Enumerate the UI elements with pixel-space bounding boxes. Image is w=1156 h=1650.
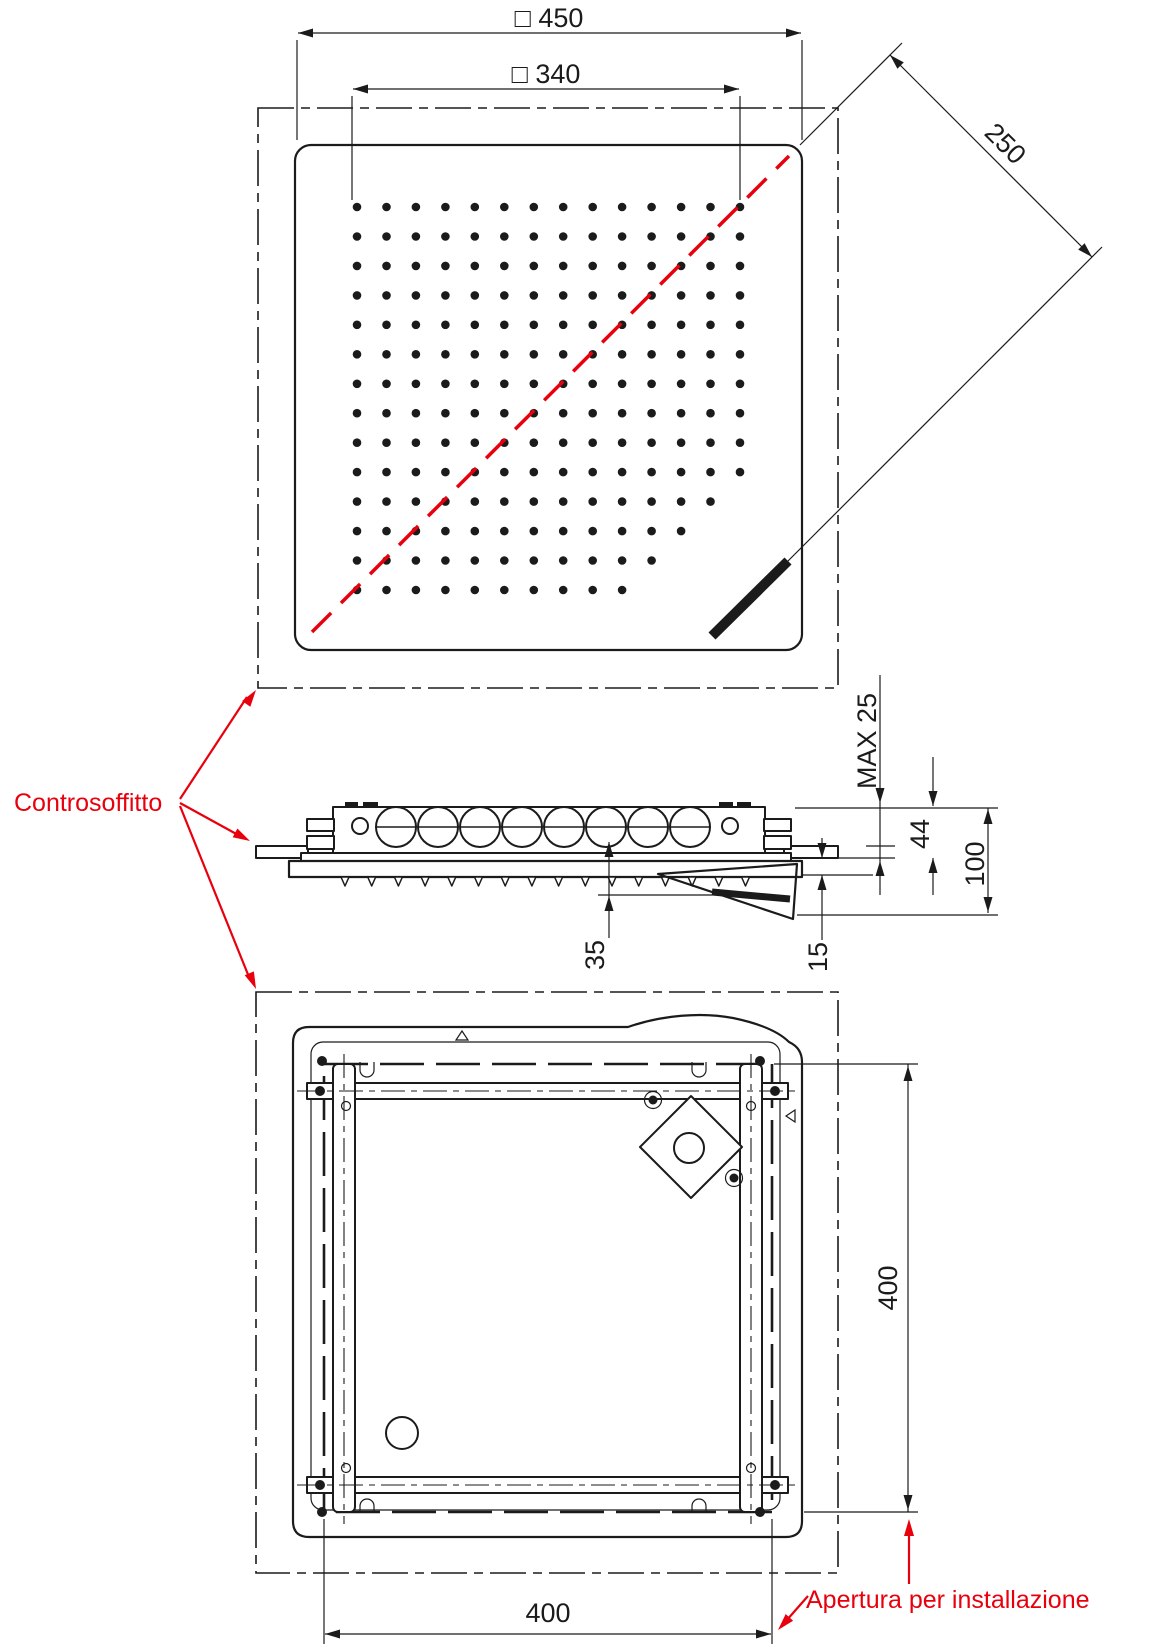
u-cutout <box>691 1498 707 1513</box>
housing-tab <box>363 802 378 807</box>
inlet-screw <box>643 1090 663 1110</box>
u-cutout <box>691 1062 707 1078</box>
leader-line <box>179 802 241 837</box>
dimension-450: □ 450 <box>296 3 803 140</box>
nozzle-tips <box>340 876 751 887</box>
false-ceiling-outline-top <box>257 107 839 689</box>
dim-label-340: □ 340 <box>512 59 581 89</box>
corner-screw <box>755 1056 765 1066</box>
diagonal-centerline <box>310 154 791 634</box>
dim-label-100: 100 <box>960 841 990 886</box>
opening-annotation: Apertura per installazione <box>785 1530 1090 1622</box>
bracket-screw <box>315 1086 325 1096</box>
rail-hole <box>340 1100 352 1112</box>
waterfall-slot-section <box>711 888 791 903</box>
dim-label-44: 44 <box>905 819 935 849</box>
corner-screw <box>317 1056 327 1066</box>
mounting-clip-right <box>763 835 792 850</box>
mounting-clip-left <box>306 818 335 832</box>
inlet-screw <box>648 1095 658 1105</box>
side-view: MAX 25 44 100 35 15 <box>255 675 998 972</box>
edge-marker <box>784 1108 796 1124</box>
rail-hole <box>340 1462 352 1474</box>
end-hole <box>721 817 739 835</box>
dimension-400-vertical: 400 <box>774 1063 918 1513</box>
frame-rail-top <box>306 1082 789 1100</box>
rail-hole <box>745 1462 757 1474</box>
dim-label-15: 15 <box>803 942 833 972</box>
u-cutout <box>359 1498 375 1513</box>
mounting-clip-right <box>763 818 792 832</box>
edge-marker <box>454 1029 470 1041</box>
dimension-250: 250 <box>786 42 1103 563</box>
top-view: □ 450 □ 340 250 <box>257 3 1103 689</box>
dim-label-400h: 400 <box>525 1598 570 1628</box>
ceiling-slab-right <box>783 845 839 859</box>
u-cutout <box>359 1062 375 1078</box>
dim-label-max25: MAX 25 <box>852 693 882 789</box>
plate-inner-edge <box>310 1041 781 1511</box>
bracket-screw <box>770 1086 780 1096</box>
rail-hole <box>745 1100 757 1112</box>
leader-line <box>785 1595 809 1622</box>
installation-opening-hidden-edge <box>322 1062 774 1514</box>
false-ceiling-label: Controsoffitto <box>14 789 162 817</box>
inlet-hole <box>673 1132 705 1164</box>
bottom-view: 400 400 Apertura per installazione <box>255 991 1090 1644</box>
dimension-400-horizontal: 400 <box>323 1519 773 1644</box>
dimension-100: 100 <box>960 808 990 913</box>
false-ceiling-outline-bottom <box>255 991 839 1574</box>
leader-line <box>178 805 251 978</box>
corner-screw <box>755 1507 765 1517</box>
leader-line <box>179 696 248 800</box>
inlet-screw <box>729 1173 739 1183</box>
dimension-340: □ 340 <box>351 59 741 200</box>
dimension-15: 15 <box>803 838 833 972</box>
housing-tab <box>345 802 358 808</box>
waterfall-slot <box>708 557 792 640</box>
dim-label-35: 35 <box>580 940 610 970</box>
dimension-max25: MAX 25 <box>852 675 882 895</box>
mounting-clip-left <box>306 835 335 850</box>
bracket-screw <box>770 1480 780 1490</box>
dimension-44: 44 <box>905 757 935 895</box>
ceiling-annotation: Controsoffitto <box>14 696 251 978</box>
housing-tab <box>737 802 751 808</box>
flange <box>300 852 792 862</box>
side-dimensions: MAX 25 44 100 35 15 <box>580 675 998 972</box>
dim-label-450: □ 450 <box>515 3 584 33</box>
dim-label-400v: 400 <box>873 1265 903 1310</box>
dimension-arrowheads <box>298 28 1092 1639</box>
end-hole <box>351 817 369 835</box>
dimension-35: 35 <box>580 842 610 970</box>
cable-hole <box>385 1416 419 1450</box>
annotation-arrowheads <box>232 690 914 1630</box>
inlet-screw <box>724 1168 744 1188</box>
corner-screw <box>317 1507 327 1517</box>
frame-rail-bottom <box>306 1476 789 1494</box>
installation-opening-label: Apertura per installazione <box>806 1586 1090 1614</box>
water-chamber-spheres <box>375 806 711 848</box>
housing-tab <box>719 802 733 807</box>
bracket-screw <box>315 1480 325 1490</box>
dim-label-250: 250 <box>979 117 1032 170</box>
